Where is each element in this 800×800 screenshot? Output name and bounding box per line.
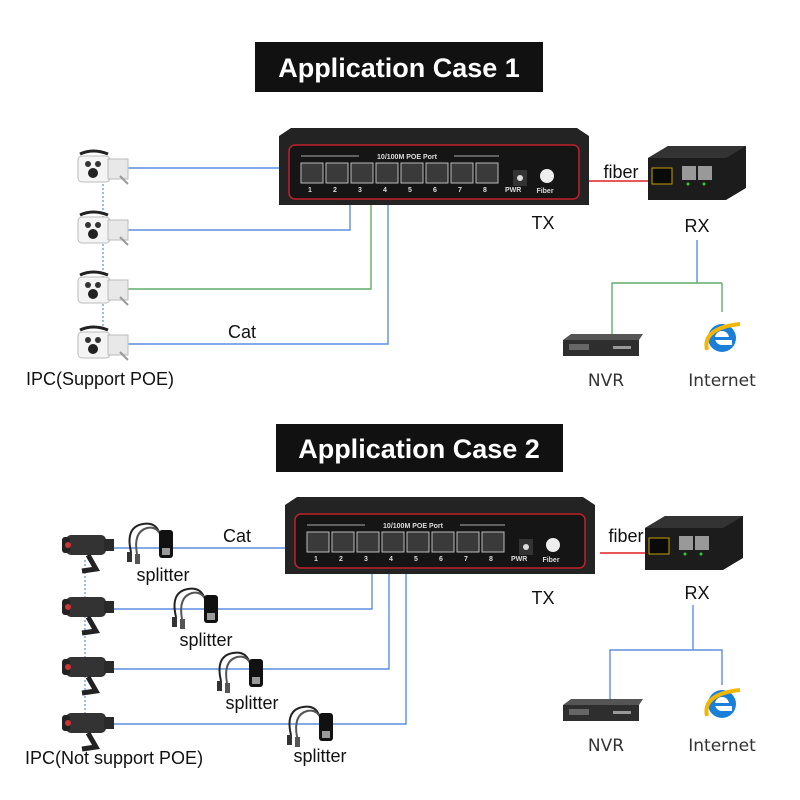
splitter-label: splitter xyxy=(293,746,346,766)
case-1-title-box xyxy=(255,42,543,92)
case-1: Application Case 1 Cat IPC(Support POE) … xyxy=(26,42,756,391)
case-2-wires xyxy=(84,547,723,725)
ethernet-port xyxy=(381,531,405,553)
ethernet-port xyxy=(325,162,349,184)
wire-camera-2 xyxy=(125,205,351,231)
port-number: 4 xyxy=(389,556,393,563)
port-number: 2 xyxy=(333,187,337,194)
rx-label: RX xyxy=(684,216,709,236)
case-2: Application Case 2 splitter splitter spl… xyxy=(25,424,756,768)
case-1-title: Application Case 1 xyxy=(278,53,520,83)
ethernet-port xyxy=(450,162,474,184)
media-converter-rx xyxy=(647,145,747,201)
cable-label: Cat xyxy=(223,526,251,546)
wire-camera-4 xyxy=(110,573,407,725)
nvr-label: NVR xyxy=(588,371,624,391)
internet-label: Internet xyxy=(688,371,756,391)
poe-switch-tx: 10/100M POE Port 1 2 3 4 5 6 7 8 PWR Fiber xyxy=(285,497,595,574)
ethernet-port xyxy=(300,162,324,184)
camera-3 xyxy=(62,657,114,693)
wire-to-nvr xyxy=(611,282,722,340)
poe-splitter-1 xyxy=(126,522,174,565)
port-number: 8 xyxy=(489,556,493,563)
pwr-label: PWR xyxy=(505,187,521,194)
pwr-label: PWR xyxy=(511,556,527,563)
ip-camera-2 xyxy=(76,210,130,247)
internet-icon xyxy=(704,688,742,720)
wire-camera-3 xyxy=(110,573,390,670)
port-number: 6 xyxy=(433,187,437,194)
power-jack-hole xyxy=(517,175,523,181)
fiber-label: fiber xyxy=(608,526,643,546)
cable-label: Cat xyxy=(228,322,256,342)
internet-label: Internet xyxy=(688,736,756,756)
media-converter-rx xyxy=(644,515,744,571)
poe-switch-tx: 10/100M POE Port 1 2 3 4 5 6 7 8 PWR Fiber xyxy=(279,128,589,205)
port-header: 10/100M POE Port xyxy=(377,154,438,161)
wire-to-nvr-internet xyxy=(609,649,723,700)
port-number: 6 xyxy=(439,556,443,563)
ethernet-port xyxy=(306,531,330,553)
ip-camera-4 xyxy=(76,325,130,362)
fiber-label: fiber xyxy=(603,162,638,182)
ethernet-port xyxy=(400,162,424,184)
port-number: 1 xyxy=(308,187,312,194)
fiber-port-label: Fiber xyxy=(536,188,553,195)
poe-splitter-3 xyxy=(216,651,264,694)
internet-icon xyxy=(704,322,742,354)
wire-camera-3 xyxy=(125,205,372,290)
port-number: 2 xyxy=(339,556,343,563)
tx-label: TX xyxy=(531,213,554,233)
power-jack-hole xyxy=(523,544,529,550)
rx-label: RX xyxy=(684,583,709,603)
camera-1 xyxy=(62,535,114,571)
splitter-label: splitter xyxy=(136,565,189,585)
ethernet-port xyxy=(431,531,455,553)
splitter-label: splitter xyxy=(179,630,232,650)
port-number: 7 xyxy=(464,556,468,563)
port-header: 10/100M POE Port xyxy=(383,523,444,530)
fiber-port xyxy=(546,538,560,552)
case-1-wires xyxy=(102,167,723,345)
camera-group-label: IPC(Not support POE) xyxy=(25,748,203,768)
tx-label: TX xyxy=(531,588,554,608)
port-number: 1 xyxy=(314,556,318,563)
ethernet-port xyxy=(475,162,499,184)
nvr-device xyxy=(563,334,643,356)
ip-camera-3 xyxy=(76,270,130,307)
wire-camera-4 xyxy=(125,205,389,345)
camera-group-label: IPC(Support POE) xyxy=(26,369,174,389)
port-number: 5 xyxy=(414,556,418,563)
splitter-label: splitter xyxy=(225,693,278,713)
ethernet-port xyxy=(356,531,380,553)
wire-camera-2 xyxy=(110,573,373,610)
ip-camera-1 xyxy=(76,149,130,186)
port-number: 7 xyxy=(458,187,462,194)
poe-splitter-4 xyxy=(286,705,334,748)
ethernet-port xyxy=(481,531,505,553)
case-2-title: Application Case 2 xyxy=(298,434,540,464)
ethernet-port xyxy=(425,162,449,184)
ethernet-port xyxy=(456,531,480,553)
port-number: 3 xyxy=(364,556,368,563)
nvr-label: NVR xyxy=(588,736,624,756)
camera-4 xyxy=(62,713,114,749)
case-2-title-box xyxy=(276,424,563,472)
fiber-port-label: Fiber xyxy=(542,557,559,564)
port-number: 4 xyxy=(383,187,387,194)
nvr-device xyxy=(563,699,643,721)
ethernet-port xyxy=(331,531,355,553)
camera-2 xyxy=(62,597,114,633)
ethernet-port xyxy=(406,531,430,553)
port-number: 8 xyxy=(483,187,487,194)
fiber-port xyxy=(540,169,554,183)
ethernet-port xyxy=(375,162,399,184)
port-number: 5 xyxy=(408,187,412,194)
port-number: 3 xyxy=(358,187,362,194)
ethernet-port xyxy=(350,162,374,184)
